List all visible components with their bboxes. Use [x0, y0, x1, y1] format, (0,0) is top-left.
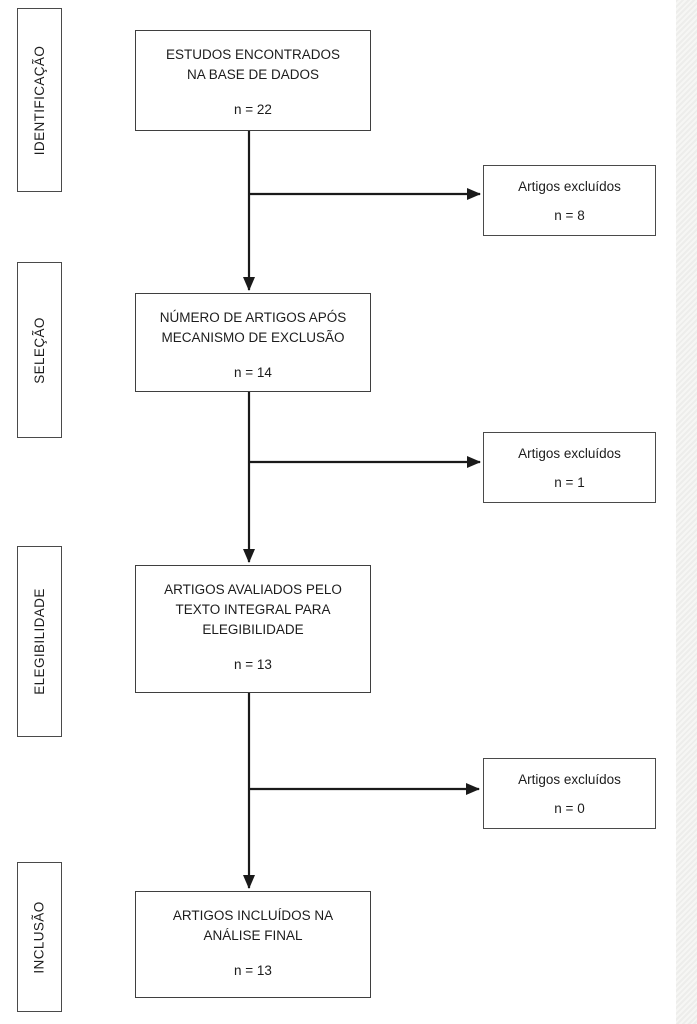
box-estudos-encontrados: ESTUDOS ENCONTRADOS NA BASE DE DADOS n =… [135, 30, 371, 131]
box-title-line: ANÁLISE FINAL [203, 928, 303, 943]
stage-label-text: INCLUSÃO [32, 900, 47, 974]
excluded-count: n = 1 [554, 475, 585, 490]
box-title-line: TEXTO INTEGRAL PARA [175, 602, 331, 617]
box-excluidos-2: Artigos excluídos n = 1 [483, 432, 656, 503]
excluded-label: Artigos excluídos [518, 772, 621, 787]
box-count: n = 13 [234, 963, 272, 978]
stage-label-inclusao: INCLUSÃO [17, 862, 62, 1012]
box-count: n = 14 [234, 365, 272, 380]
stage-label-text: IDENTIFICAÇÃO [32, 45, 47, 155]
box-artigos-apos-exclusao: NÚMERO DE ARTIGOS APÓS MECANISMO DE EXCL… [135, 293, 371, 392]
box-excluidos-1: Artigos excluídos n = 8 [483, 165, 656, 236]
stage-label-identificacao: IDENTIFICAÇÃO [17, 8, 62, 192]
box-count: n = 13 [234, 657, 272, 672]
box-title-line: ARTIGOS INCLUÍDOS NA [172, 908, 334, 923]
excluded-label: Artigos excluídos [518, 446, 621, 461]
box-title-line: ARTIGOS AVALIADOS PELO [164, 582, 342, 597]
box-title: NÚMERO DE ARTIGOS APÓS MECANISMO DE EXCL… [160, 308, 347, 348]
box-title: ARTIGOS AVALIADOS PELO TEXTO INTEGRAL PA… [164, 580, 342, 640]
stage-label-text: ELEGIBILIDADE [32, 588, 47, 695]
stage-label-selecao: SELEÇÃO [17, 262, 62, 438]
box-title-line: MECANISMO DE EXCLUSÃO [161, 330, 345, 345]
box-artigos-incluidos: ARTIGOS INCLUÍDOS NA ANÁLISE FINAL n = 1… [135, 891, 371, 998]
box-title-line: ELEGIBILIDADE [202, 622, 304, 637]
box-title-line: NÚMERO DE ARTIGOS APÓS [159, 310, 347, 325]
box-title: ESTUDOS ENCONTRADOS NA BASE DE DADOS [166, 45, 340, 85]
excluded-count: n = 0 [554, 801, 585, 816]
box-excluidos-3: Artigos excluídos n = 0 [483, 758, 656, 829]
stage-label-text: SELEÇÃO [32, 316, 48, 384]
excluded-count: n = 8 [554, 208, 585, 223]
excluded-label: Artigos excluídos [518, 179, 621, 194]
box-artigos-avaliados: ARTIGOS AVALIADOS PELO TEXTO INTEGRAL PA… [135, 565, 371, 693]
box-title-line: NA BASE DE DADOS [186, 67, 320, 82]
box-title: ARTIGOS INCLUÍDOS NA ANÁLISE FINAL [173, 906, 333, 946]
box-count: n = 22 [234, 102, 272, 117]
box-title-line: ESTUDOS ENCONTRADOS [165, 47, 341, 62]
page-right-edge-texture [676, 0, 697, 1024]
stage-label-elegibilidade: ELEGIBILIDADE [17, 546, 62, 737]
